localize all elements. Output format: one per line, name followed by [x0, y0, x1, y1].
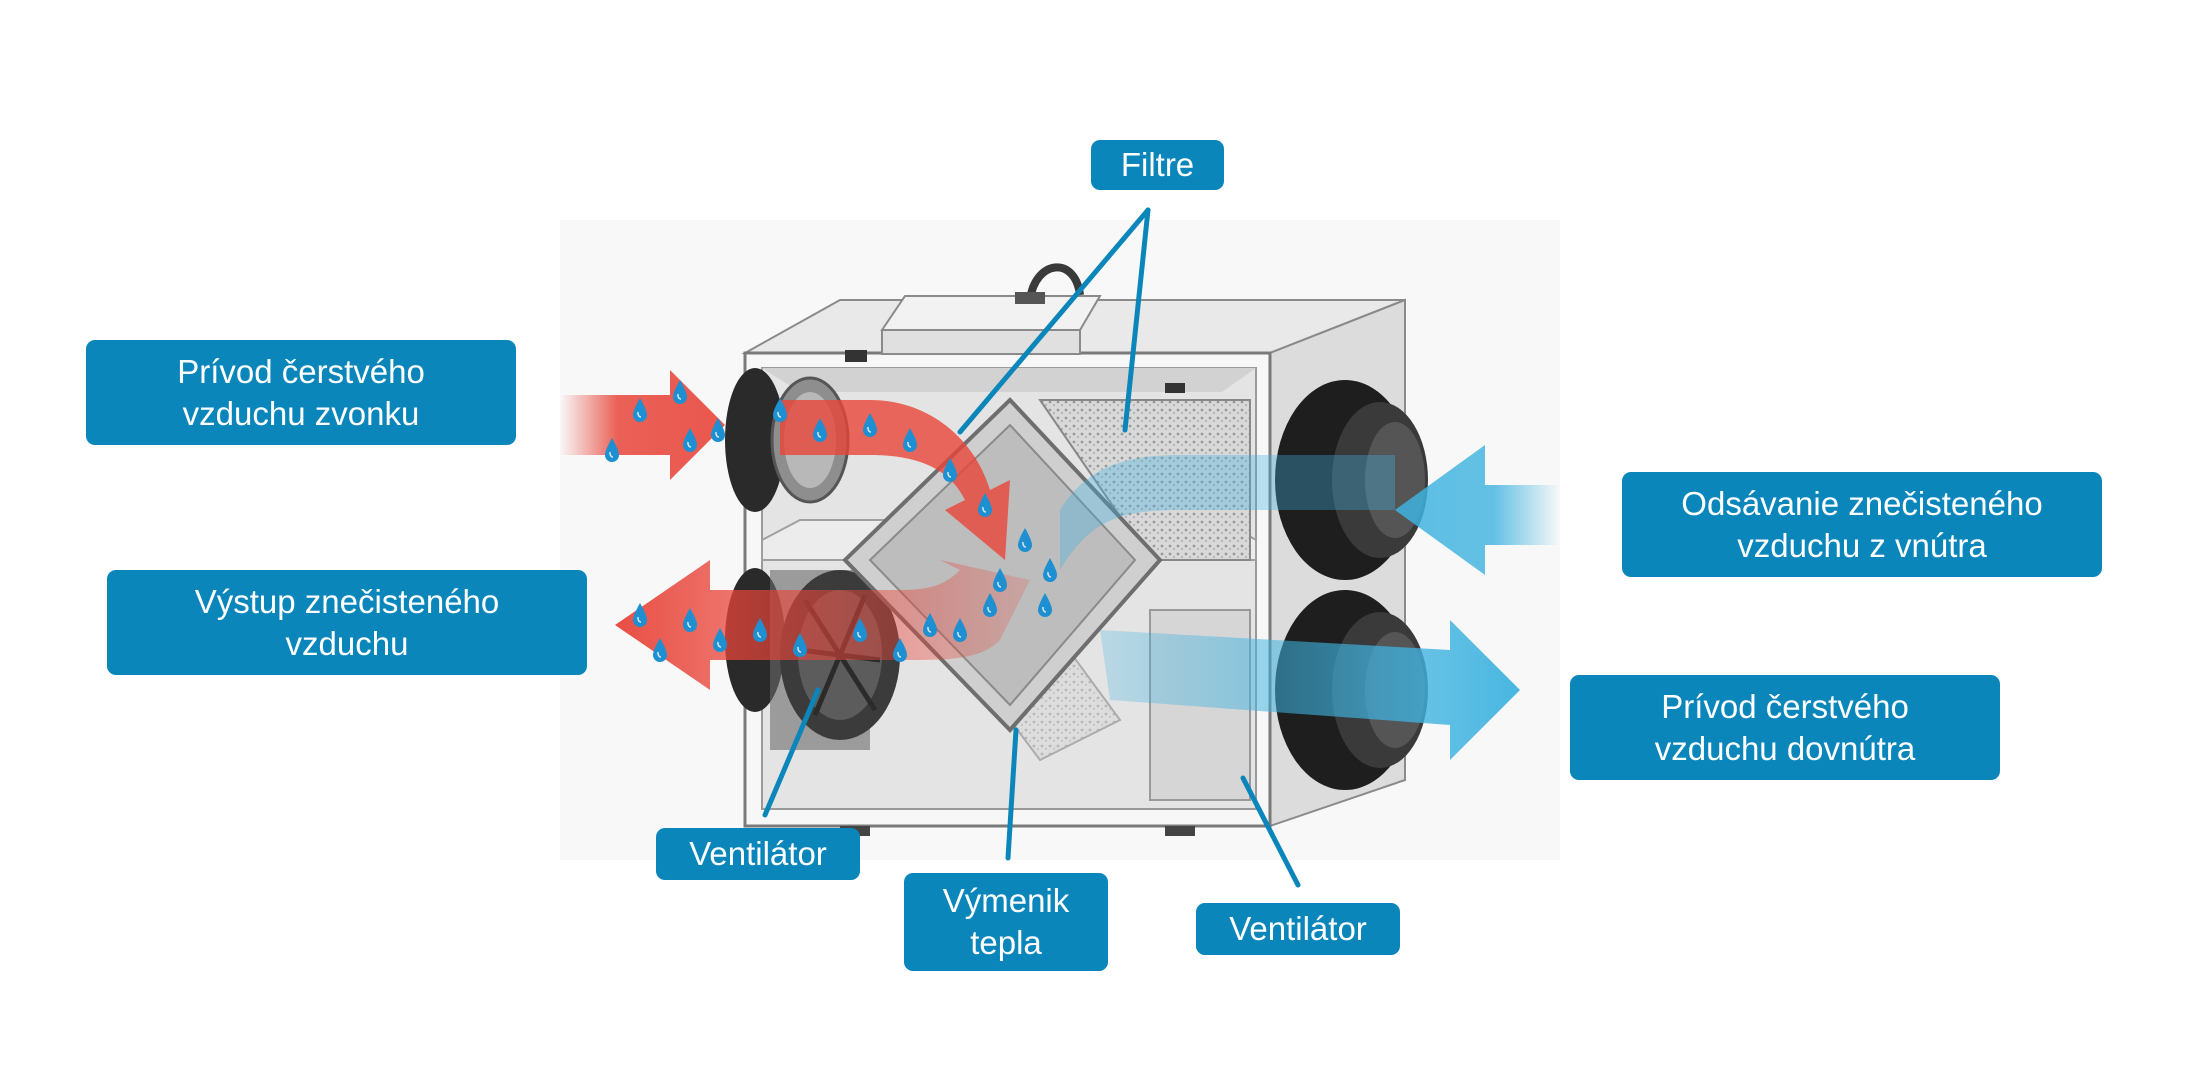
- label-fresh-air-intake-line1: Prívod čerstvého: [177, 352, 425, 390]
- leader-fan-left: [762, 687, 821, 818]
- exhaust-air-arrow: [615, 560, 1030, 690]
- label-fresh-air-supply-line2: vzduchu dovnútra: [1654, 729, 1916, 767]
- label-filters: Filtre: [1091, 140, 1224, 190]
- fresh-supply-arrow: [1100, 620, 1520, 760]
- label-fan-left-text: Ventilátor: [689, 835, 827, 872]
- label-fresh-air-intake: Prívod čerstvého vzduchu zvonku: [86, 340, 516, 445]
- label-polluted-air-exhaust-line2: vzduchu: [285, 624, 409, 662]
- label-fresh-air-supply-line1: Prívod čerstvého: [1661, 687, 1909, 725]
- ventilation-unit: [725, 263, 1428, 836]
- label-heat-exchanger: Výmenik tepla: [904, 873, 1108, 971]
- leader-filters-right: [1122, 207, 1151, 433]
- label-heat-exchanger-line2: tepla: [970, 924, 1042, 961]
- leader-lines: [762, 207, 1301, 888]
- label-polluted-air-exhaust: Výstup znečisteného vzduchu: [107, 570, 587, 675]
- leader-filters-left: [957, 207, 1151, 435]
- label-fan-right: Ventilátor: [1196, 903, 1400, 955]
- label-filters-text: Filtre: [1120, 146, 1195, 183]
- label-polluted-air-exhaust-line1: Výstup znečisteného: [194, 582, 500, 620]
- label-extract-inside-air-line2: vzduchu z vnútra: [1737, 526, 1987, 564]
- left-port-top: [725, 368, 785, 512]
- label-fan-left: Ventilátor: [656, 828, 860, 880]
- label-extract-inside-air-line1: Odsávanie znečisteného: [1681, 484, 2043, 522]
- label-fresh-air-supply: Prívod čerstvého vzduchu dovnútra: [1570, 675, 2000, 780]
- label-fresh-air-intake-line2: vzduchu zvonku: [182, 394, 420, 432]
- filter-panel-top: [1038, 399, 1251, 561]
- control-box: [880, 295, 1102, 331]
- extract-air-arrow: [1060, 445, 1560, 575]
- power-cable: [1026, 263, 1084, 301]
- leader-heat-exchanger: [1005, 727, 1019, 861]
- heat-exchanger-core: [842, 397, 1163, 733]
- label-fan-right-text: Ventilátor: [1229, 910, 1367, 947]
- label-extract-inside-air: Odsávanie znečisteného vzduchu z vnútra: [1622, 472, 2102, 577]
- leader-fan-right: [1240, 775, 1301, 888]
- label-heat-exchanger-line1: Výmenik: [942, 882, 1070, 919]
